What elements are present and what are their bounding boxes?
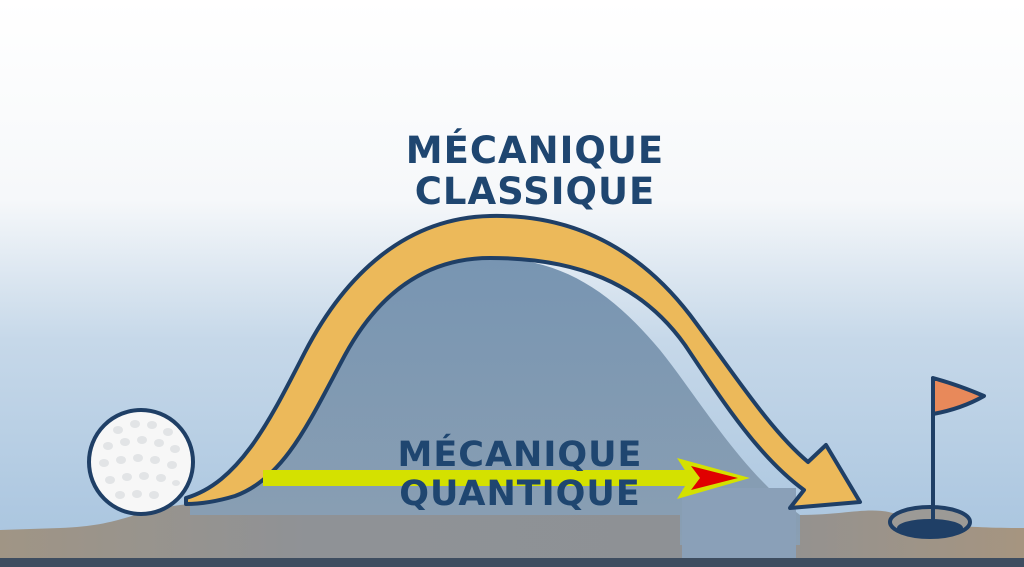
quantum-label-line1: MÉCANIQUE bbox=[397, 435, 643, 475]
classical-label-line2: CLASSIQUE bbox=[414, 170, 656, 213]
quantum-mechanics-label: MÉCANIQUE QUANTIQUE bbox=[380, 438, 660, 512]
quantum-label-line2: QUANTIQUE bbox=[399, 474, 641, 514]
quantum-path-arrow bbox=[263, 458, 750, 499]
barrier-block bbox=[682, 488, 796, 558]
classical-path-arrow bbox=[184, 213, 862, 510]
classical-label-line1: MÉCANIQUE bbox=[405, 129, 665, 172]
classical-mechanics-label: MÉCANIQUE CLASSIQUE bbox=[400, 132, 670, 210]
golf-ball bbox=[87, 408, 195, 516]
bottom-strip bbox=[0, 558, 1024, 567]
flag-in-hole bbox=[888, 376, 986, 539]
